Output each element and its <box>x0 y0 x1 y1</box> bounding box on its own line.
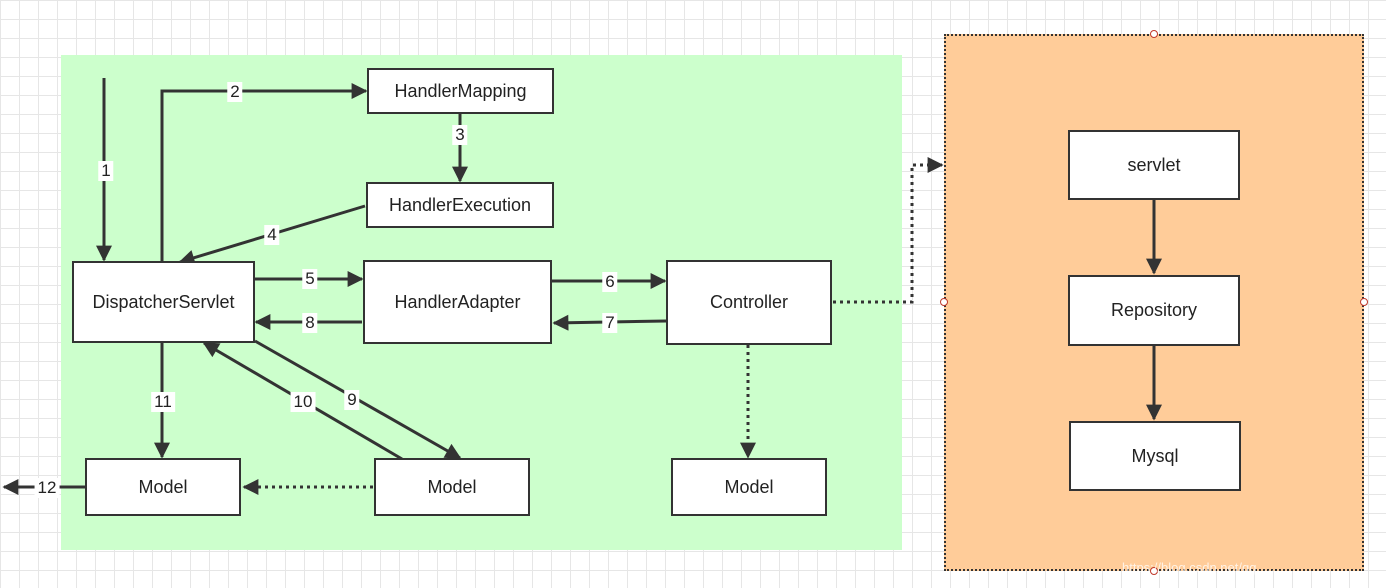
repository-label: Repository <box>1110 300 1198 320</box>
watermark: https://blog.csdn.net/qq_... <box>1122 560 1275 575</box>
handler-mapping-node[interactable]: HandlerMapping <box>367 68 554 114</box>
edge-7-label: 7 <box>602 313 618 333</box>
edge-11-label: 11 <box>151 392 175 412</box>
resize-handle-left[interactable] <box>940 298 948 306</box>
servlet-label: servlet <box>1127 154 1181 175</box>
resize-handle-right[interactable] <box>1360 298 1368 306</box>
edge-10-label: 10 <box>290 392 316 412</box>
edge-2-label: 2 <box>227 82 243 102</box>
servlet-node[interactable]: servlet <box>1068 130 1240 200</box>
edge-8-label: 8 <box>302 313 318 333</box>
mysql-label: Mysql <box>1131 445 1179 466</box>
controller-label: Controller <box>709 292 789 312</box>
edge-1-label: 1 <box>98 161 114 181</box>
model-right-node[interactable]: Model <box>671 458 827 516</box>
edge-3-label: 3 <box>452 125 468 145</box>
edge-6-label: 6 <box>602 272 618 292</box>
dispatcher-servlet-node[interactable]: DispatcherServlet <box>72 261 255 343</box>
dispatcher-servlet-label: DispatcherServlet <box>92 291 235 312</box>
mysql-node[interactable]: Mysql <box>1069 421 1241 491</box>
model-left-node[interactable]: Model <box>85 458 241 516</box>
edge-4-label: 4 <box>264 225 280 245</box>
model-mid-label: Model <box>427 476 477 497</box>
resize-handle-top[interactable] <box>1150 30 1158 38</box>
model-left-label: Model <box>138 476 188 497</box>
controller-node[interactable]: Controller <box>666 260 832 345</box>
handler-adapter-label: HandlerAdapter <box>394 291 521 312</box>
handler-execution-label: HandlerExecution <box>388 194 532 215</box>
handler-adapter-node[interactable]: HandlerAdapter <box>363 260 552 344</box>
handler-execution-node[interactable]: HandlerExecution <box>366 182 554 228</box>
handler-mapping-label: HandlerMapping <box>394 80 527 101</box>
edge-2-line <box>160 83 368 262</box>
resize-handle-bottom[interactable] <box>1150 567 1158 575</box>
repository-node[interactable]: Repository <box>1068 275 1240 346</box>
edge-9-label: 9 <box>344 390 360 410</box>
edge-5-label: 5 <box>302 269 318 289</box>
edge-12-label: 12 <box>34 478 60 498</box>
model-right-label: Model <box>724 476 774 497</box>
model-mid-node[interactable]: Model <box>374 458 530 516</box>
controller-to-backend-dotted <box>833 157 944 304</box>
